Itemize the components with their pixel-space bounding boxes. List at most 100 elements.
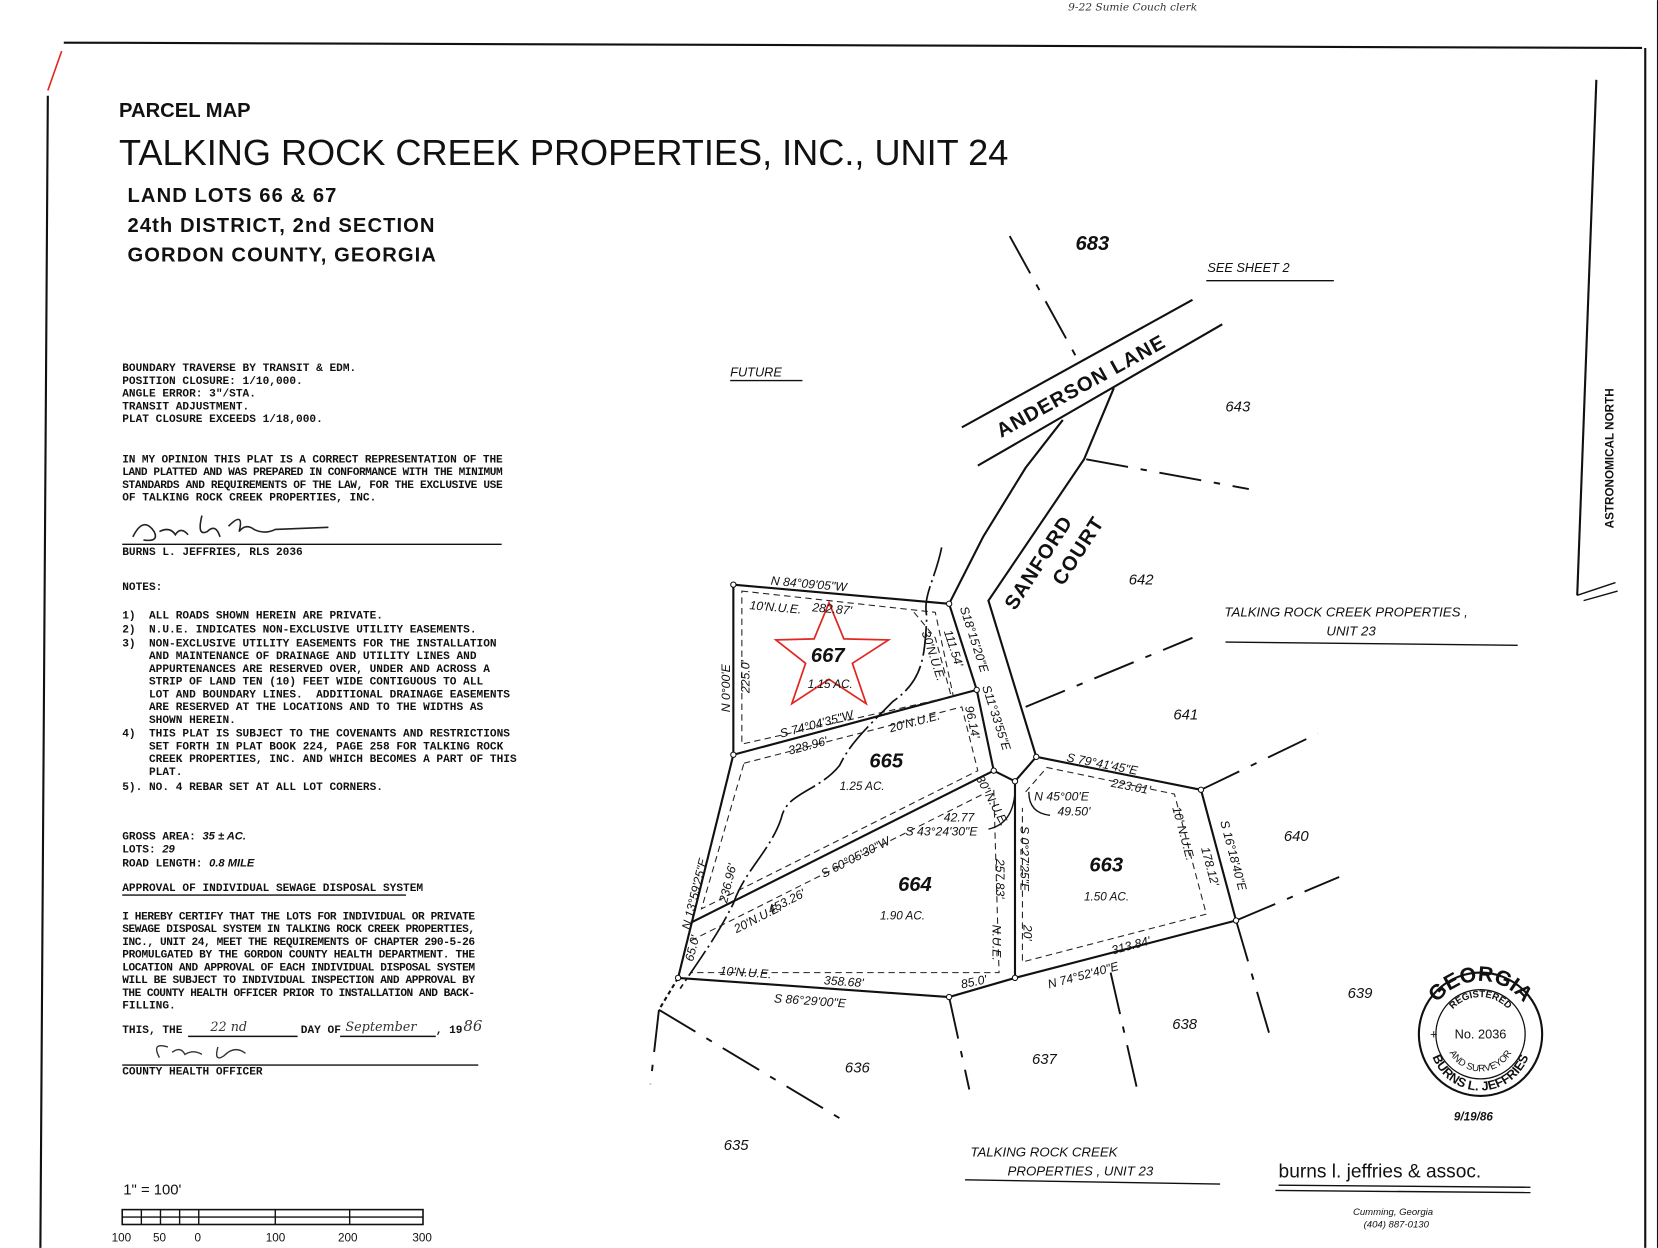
adjacent-lot: 640	[1284, 829, 1310, 845]
health-officer-label: COUNTY HEALTH OFFICER	[122, 1067, 263, 1079]
survey-info: BOUNDARY TRAVERSE BY TRANSIT & EDM. POSI…	[122, 363, 503, 559]
survey-line: TRANSIT ADJUSTMENT.	[122, 401, 249, 413]
astronomical-north-label: ASTRONOMICAL NORTH	[1603, 388, 1616, 528]
dimension: S11°33'55"E	[979, 683, 1014, 753]
dimension: 358.68'	[823, 973, 864, 990]
unit23-right-line2: UNIT 23	[1326, 624, 1376, 639]
adjacent-lot: 639	[1348, 986, 1373, 1002]
seal-cross-icon: +	[1430, 1027, 1437, 1042]
dimension: 42.77	[944, 811, 976, 825]
lot-663-number: 663	[1089, 855, 1123, 877]
gross-area-value: 35 ± AC.	[202, 831, 245, 843]
seal-registered: REGISTERED	[1447, 989, 1513, 1012]
lot-665-acres: 1.25 AC.	[840, 780, 885, 793]
lot-665-number: 665	[869, 750, 903, 772]
lot-664-acres: 1.90 AC.	[880, 909, 925, 922]
scale-tick: 200	[338, 1231, 358, 1244]
sanford-court-west	[948, 419, 1064, 605]
creek	[679, 547, 943, 990]
sheet-border	[39, 0, 1658, 1248]
dimension: 10'N.U.E.	[719, 964, 772, 982]
dimension: N 13°59'25"E	[679, 856, 710, 931]
sewage-line: I HEREBY CERTIFY THAT THE LOTS FOR INDIV…	[122, 911, 475, 923]
surveyor-signature	[132, 515, 329, 542]
dimension: 313.84'	[1110, 933, 1153, 957]
seal-date: 9/19/86	[1454, 1110, 1493, 1123]
date-year: 86	[463, 1017, 482, 1035]
sewage-line: LOCATION AND APPROVAL OF EACH INDIVIDUAL…	[122, 962, 475, 974]
sewage-line: WILL BE SUBJECT TO INDIVIDUAL INSPECTION…	[122, 975, 475, 987]
district: 24th DISTRICT, 2nd SECTION	[128, 215, 436, 237]
note-line: 2) N.U.E. INDICATES NON-EXCLUSIVE UTILIT…	[122, 625, 476, 637]
opinion-line: LAND PLATTED AND WAS PREPARED IN CONFORM…	[122, 467, 503, 479]
plat-stats: GROSS AREA: 35 ± AC. LOTS: 29 ROAD LENGT…	[122, 831, 255, 871]
survey-line: ANGLE ERROR: 3"/STA.	[122, 389, 256, 401]
scale-tick: 100	[266, 1231, 286, 1244]
opinion-line: STANDARDS AND REQUIREMENTS OF THE LAW, F…	[122, 480, 503, 492]
sewage-approval: APPROVAL OF INDIVIDUAL SEWAGE DISPOSAL S…	[122, 883, 482, 1079]
date-day-of: DAY OF	[301, 1025, 341, 1037]
note-line: ARE RESERVED AT THE LOCATIONS AND TO THE…	[122, 702, 483, 714]
lot-667-number: 667	[811, 645, 846, 667]
road-anderson-lane: ANDERSON LANE	[993, 331, 1170, 442]
unit23-bottom-line1: TALKING ROCK CREEK	[970, 1144, 1118, 1159]
scale-bar: 1" = 100' 100 50 0 100 200 300	[112, 1183, 433, 1245]
dimension: N.U.E.	[990, 925, 1004, 961]
adjacent-lot: 635	[724, 1138, 750, 1154]
dimension: S 0°27'25"E	[1017, 826, 1031, 892]
road-length-label: ROAD LENGTH:	[122, 858, 202, 870]
surveyor-name: BURNS L. JEFFRIES, RLS 2036	[122, 547, 303, 559]
firm-phone: (404) 887-0130	[1364, 1220, 1430, 1231]
page-title: TALKING ROCK CREEK PROPERTIES, INC., UNI…	[119, 132, 1008, 173]
dimension: N 45°00'E	[1034, 789, 1090, 803]
anderson-lane-north	[961, 298, 1193, 429]
dimension: N 84°09'05"W	[770, 574, 848, 595]
firm-city: Cumming, Georgia	[1353, 1207, 1433, 1218]
date-prefix: THIS, THE	[122, 1025, 182, 1037]
plat-linework	[649, 79, 1618, 1185]
scale-tick: 50	[153, 1231, 167, 1244]
west-boundary	[677, 754, 735, 979]
county: GORDON COUNTY, GEORGIA	[128, 245, 437, 267]
sewage-line: INC., UNIT 24, MEET THE REQUIREMENTS OF …	[122, 937, 475, 949]
opinion-line: IN MY OPINION THIS PLAT IS A CORRECT REP…	[122, 454, 503, 466]
dimension: 225.0'	[738, 660, 752, 695]
unit23-bottom-line2: PROPERTIES , UNIT 23	[1008, 1164, 1154, 1179]
note-line: 4) THIS PLAT IS SUBJECT TO THE COVENANTS…	[122, 729, 510, 741]
dimension: S 86°29'00"E	[774, 991, 848, 1010]
notes: NOTES: 1) ALL ROADS SHOWN HEREIN ARE PRI…	[122, 582, 517, 794]
surveyor-seal: GEORGIA REGISTERED AND SURVEYOR BURNS L.…	[1417, 962, 1544, 1097]
date-day: 22 nd	[209, 1020, 247, 1035]
adjacent-lot: 638	[1172, 1017, 1198, 1033]
scale-label: 1" = 100'	[123, 1183, 181, 1199]
dimension: 20'N.U.E.	[731, 900, 784, 936]
future-label: FUTURE	[730, 364, 782, 379]
unit23-right-line1: TALKING ROCK CREEK PROPERTIES ,	[1224, 605, 1468, 620]
dimension: 85.0'	[960, 972, 989, 991]
note-line: STRIP OF LAND TEN (10) FEET WIDE CONTIGU…	[122, 677, 483, 689]
adjacent-lot-numbers: 683 643 642 641 640 639 638 637 636 635	[724, 233, 1373, 1154]
adjacent-lot: 643	[1225, 399, 1251, 415]
sewage-heading: APPROVAL OF INDIVIDUAL SEWAGE DISPOSAL S…	[122, 883, 423, 895]
adjacent-lot: 642	[1129, 573, 1155, 589]
dimension: 10' N.U.E.	[1169, 805, 1197, 862]
health-officer-signature	[155, 1044, 246, 1059]
note-line: AND MAINTENANCE OF DRAINAGE AND UTILITY …	[122, 651, 477, 663]
svg-text:ROAD LENGTH: 0.8 MILE: ROAD LENGTH: 0.8 MILE	[122, 857, 255, 870]
scale-tick: 0	[194, 1231, 201, 1244]
dimension: 49.50'	[1058, 804, 1092, 818]
survey-line: PLAT CLOSURE EXCEEDS 1/18,000.	[122, 414, 323, 426]
cul-de-sac	[993, 756, 1038, 783]
map-type-label: PARCEL MAP	[119, 100, 251, 122]
note-line: APPURTENANCES ARE RESERVED OVER, UNDER A…	[122, 664, 490, 676]
seal-number: No. 2036	[1455, 1027, 1507, 1042]
sewage-line: THE COUNTY HEALTH OFFICER PRIOR TO INSTA…	[122, 988, 475, 1000]
north-arrow-line	[1576, 79, 1598, 596]
firm-name: burns l. jeffries & assoc.	[1279, 1162, 1482, 1183]
dimension: 65.0'	[682, 933, 702, 962]
selected-lot-star-marker	[773, 600, 892, 706]
land-lots: LAND LOTS 66 & 67	[128, 185, 338, 207]
sewage-line: PROMULGATED BY THE GORDON COUNTY HEALTH …	[122, 950, 475, 962]
scale-tick: 100	[112, 1231, 132, 1244]
